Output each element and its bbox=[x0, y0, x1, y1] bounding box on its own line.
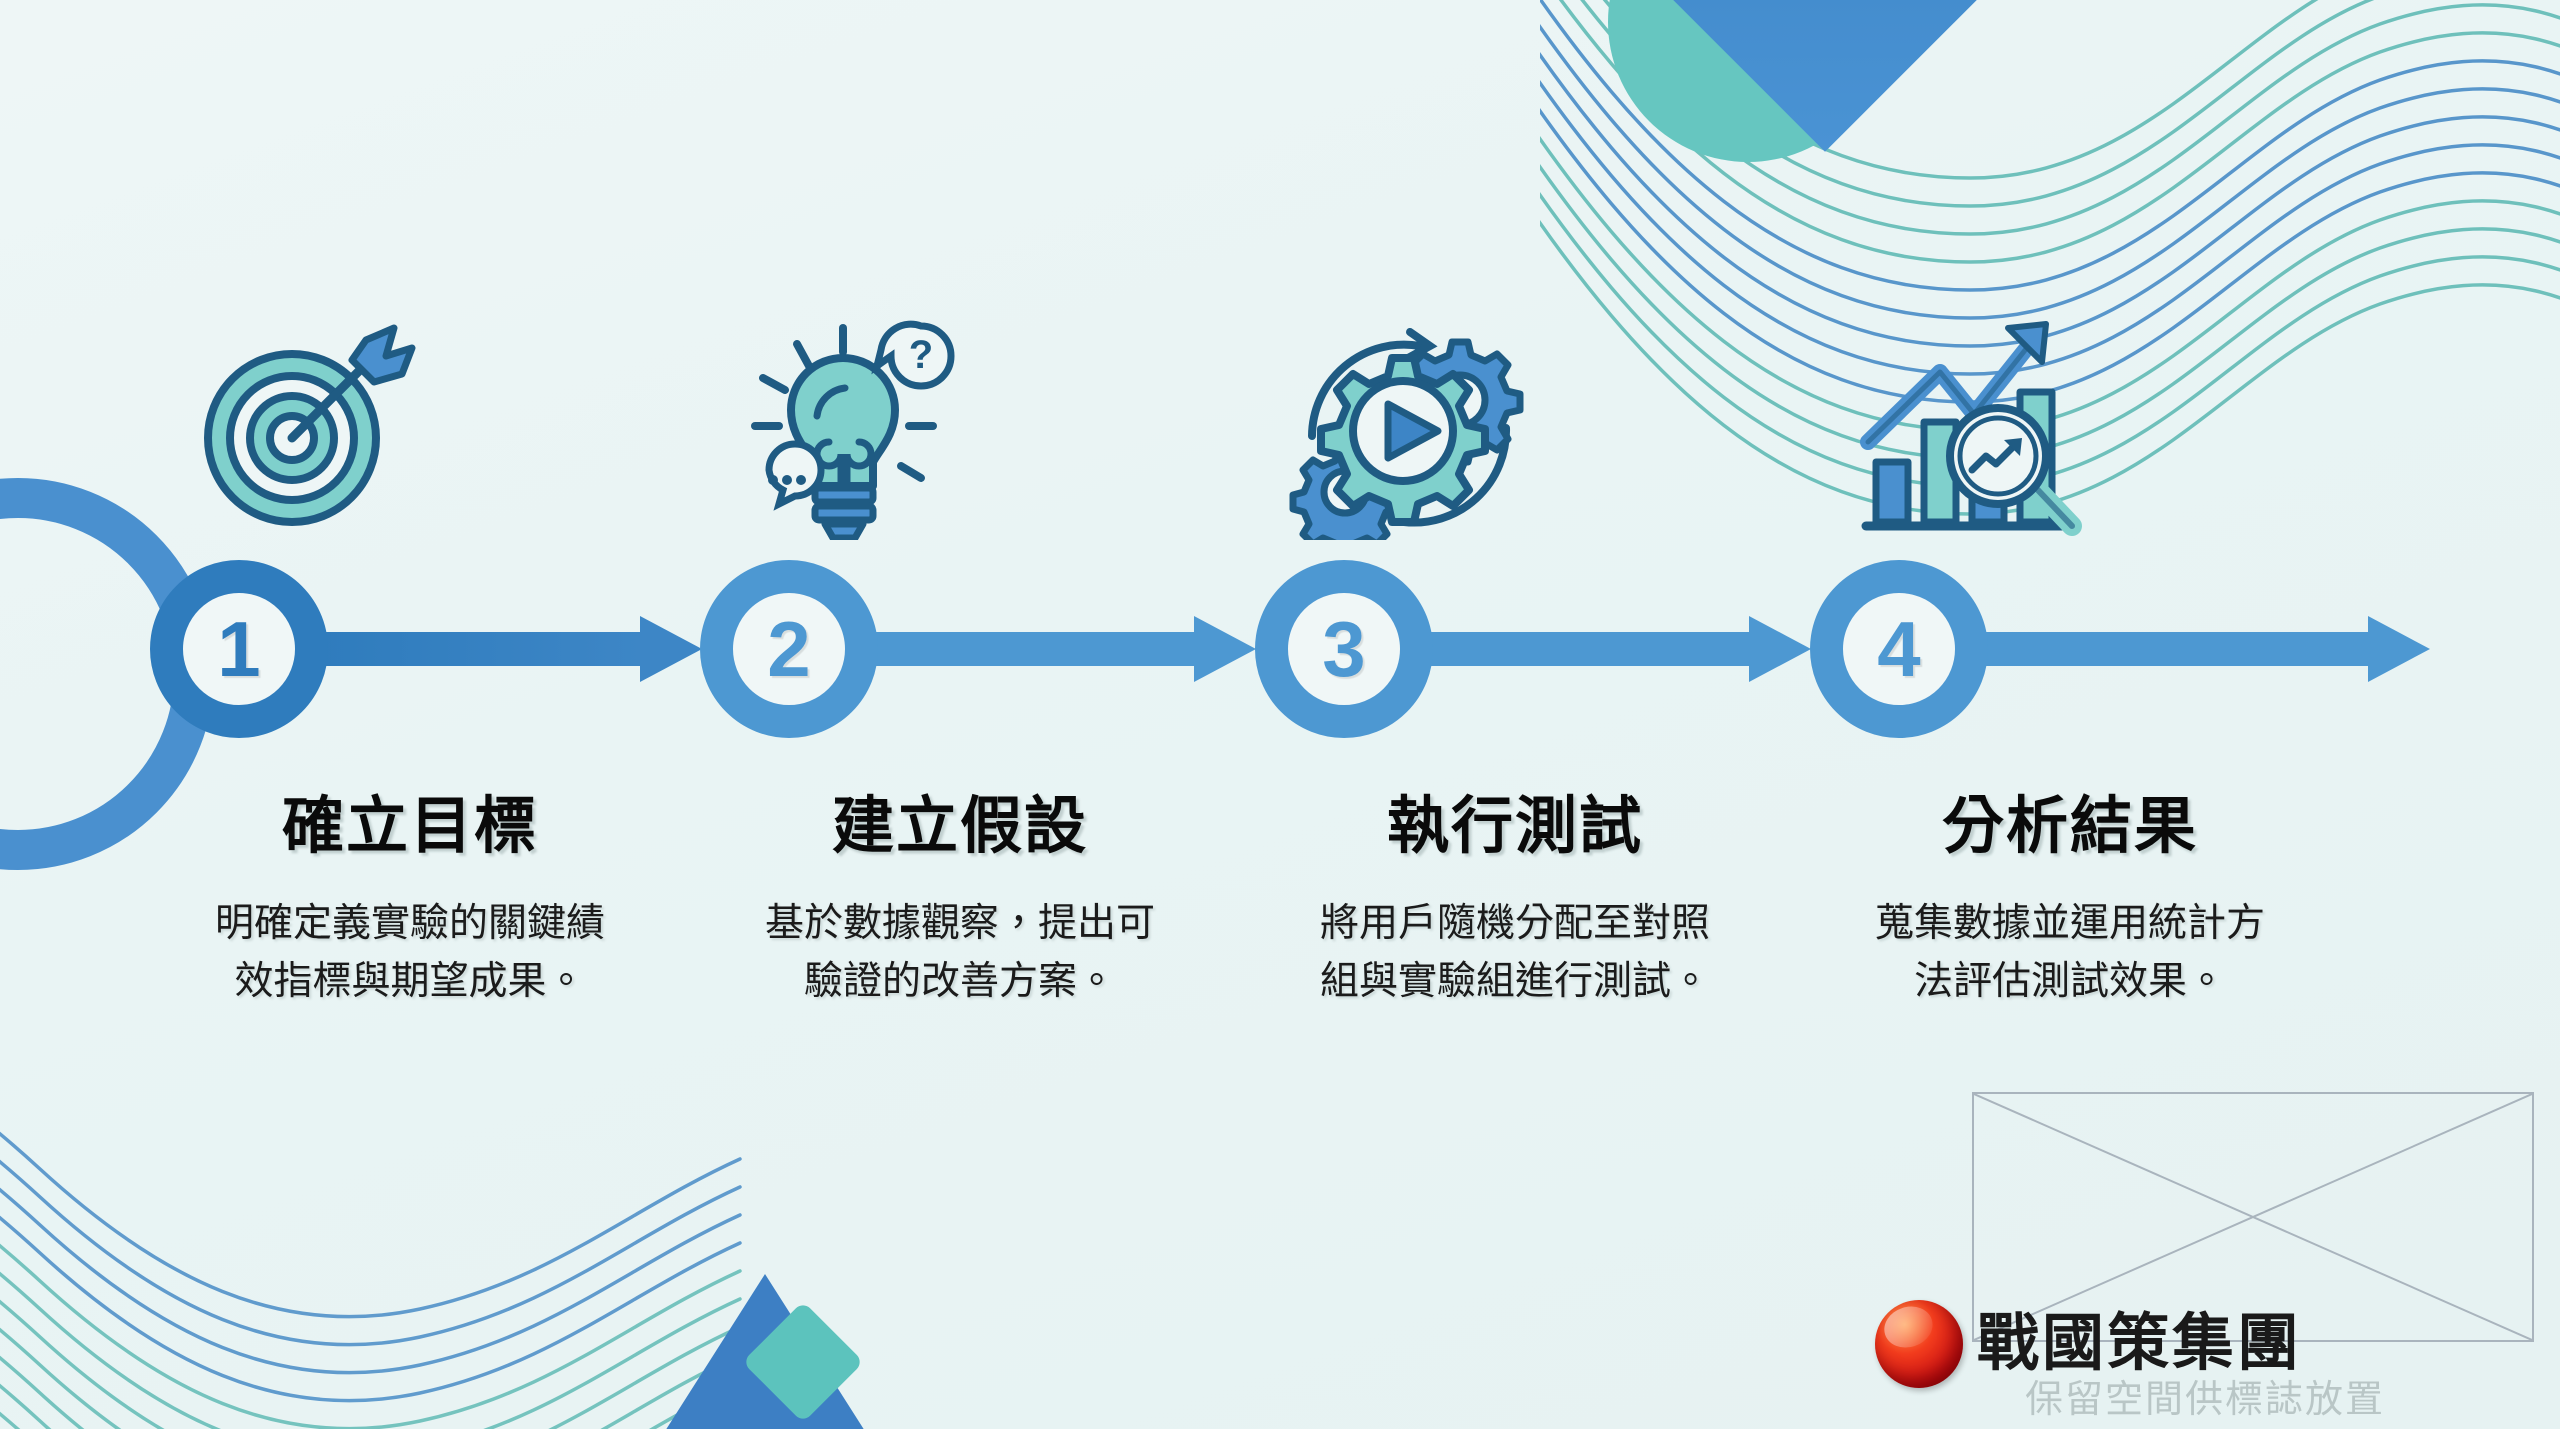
step-1[interactable]: 1 確立目標 明確定義實驗的關鍵績效指標與期望成果。 bbox=[150, 324, 702, 1010]
step-number-1: 1 bbox=[217, 605, 261, 693]
step-number-circle-2: 2 bbox=[700, 560, 878, 738]
arrow-connector-4 bbox=[1980, 616, 2430, 682]
step-title-1: 確立目標 bbox=[281, 792, 538, 861]
logo-sphere-icon bbox=[1875, 1300, 1963, 1388]
svg-text:?: ? bbox=[909, 333, 933, 377]
step-description-3: 將用戶隨機分配至對照組與實驗組進行測試。 bbox=[1319, 902, 1710, 1003]
placeholder-cross-icon bbox=[1974, 1094, 2532, 1340]
company-logo: 戰國策集團 bbox=[1875, 1300, 2302, 1388]
arrow-connector-3 bbox=[1425, 616, 1811, 682]
step-description-1: 明確定義實驗的關鍵績效指標與期望成果。 bbox=[214, 902, 605, 1003]
step-description-2: 基於數據觀察，提出可驗證的改善方案。 bbox=[764, 902, 1155, 1003]
bar-chart-magnifier-icon bbox=[1860, 321, 2082, 536]
logo-wordmark: 戰國策集團 bbox=[1977, 1310, 2303, 1378]
step-number-3: 3 bbox=[1322, 605, 1366, 693]
target-arrow-icon bbox=[204, 324, 416, 526]
step-title-3: 執行測試 bbox=[1386, 792, 1643, 861]
step-number-circle-4: 4 bbox=[1810, 560, 1988, 738]
step-number-circle-1: 1 bbox=[150, 560, 328, 738]
logo-placeholder-box bbox=[1972, 1092, 2534, 1342]
step-number-circle-3: 3 bbox=[1255, 560, 1433, 738]
step-description-4: 蒐集數據並運用統計方法評估測試效果。 bbox=[1874, 902, 2265, 1003]
arrow-connector-2 bbox=[870, 616, 1256, 682]
step-number-4: 4 bbox=[1877, 605, 1921, 693]
step-title-4: 分析結果 bbox=[1941, 792, 2198, 861]
step-2[interactable]: ? 2 建立假設 基於數據觀察，提出可驗證的改善方案。 bbox=[700, 320, 1256, 1010]
step-4[interactable]: 4 分析結果 蒐集數據並運用統計方法評估測試效果。 bbox=[1810, 321, 2430, 1010]
step-number-2: 2 bbox=[767, 605, 811, 693]
step-3[interactable]: 3 執行測試 將用戶隨機分配至對照組與實驗組進行測試。 bbox=[1255, 328, 1811, 1010]
lightbulb-idea-icon: ? bbox=[751, 320, 955, 540]
logo-placeholder-note: 保留空間供標誌放置 bbox=[2024, 1379, 2386, 1421]
gears-play-icon bbox=[1289, 328, 1524, 540]
arrow-connector-1 bbox=[320, 616, 702, 682]
step-title-2: 建立假設 bbox=[831, 792, 1088, 861]
